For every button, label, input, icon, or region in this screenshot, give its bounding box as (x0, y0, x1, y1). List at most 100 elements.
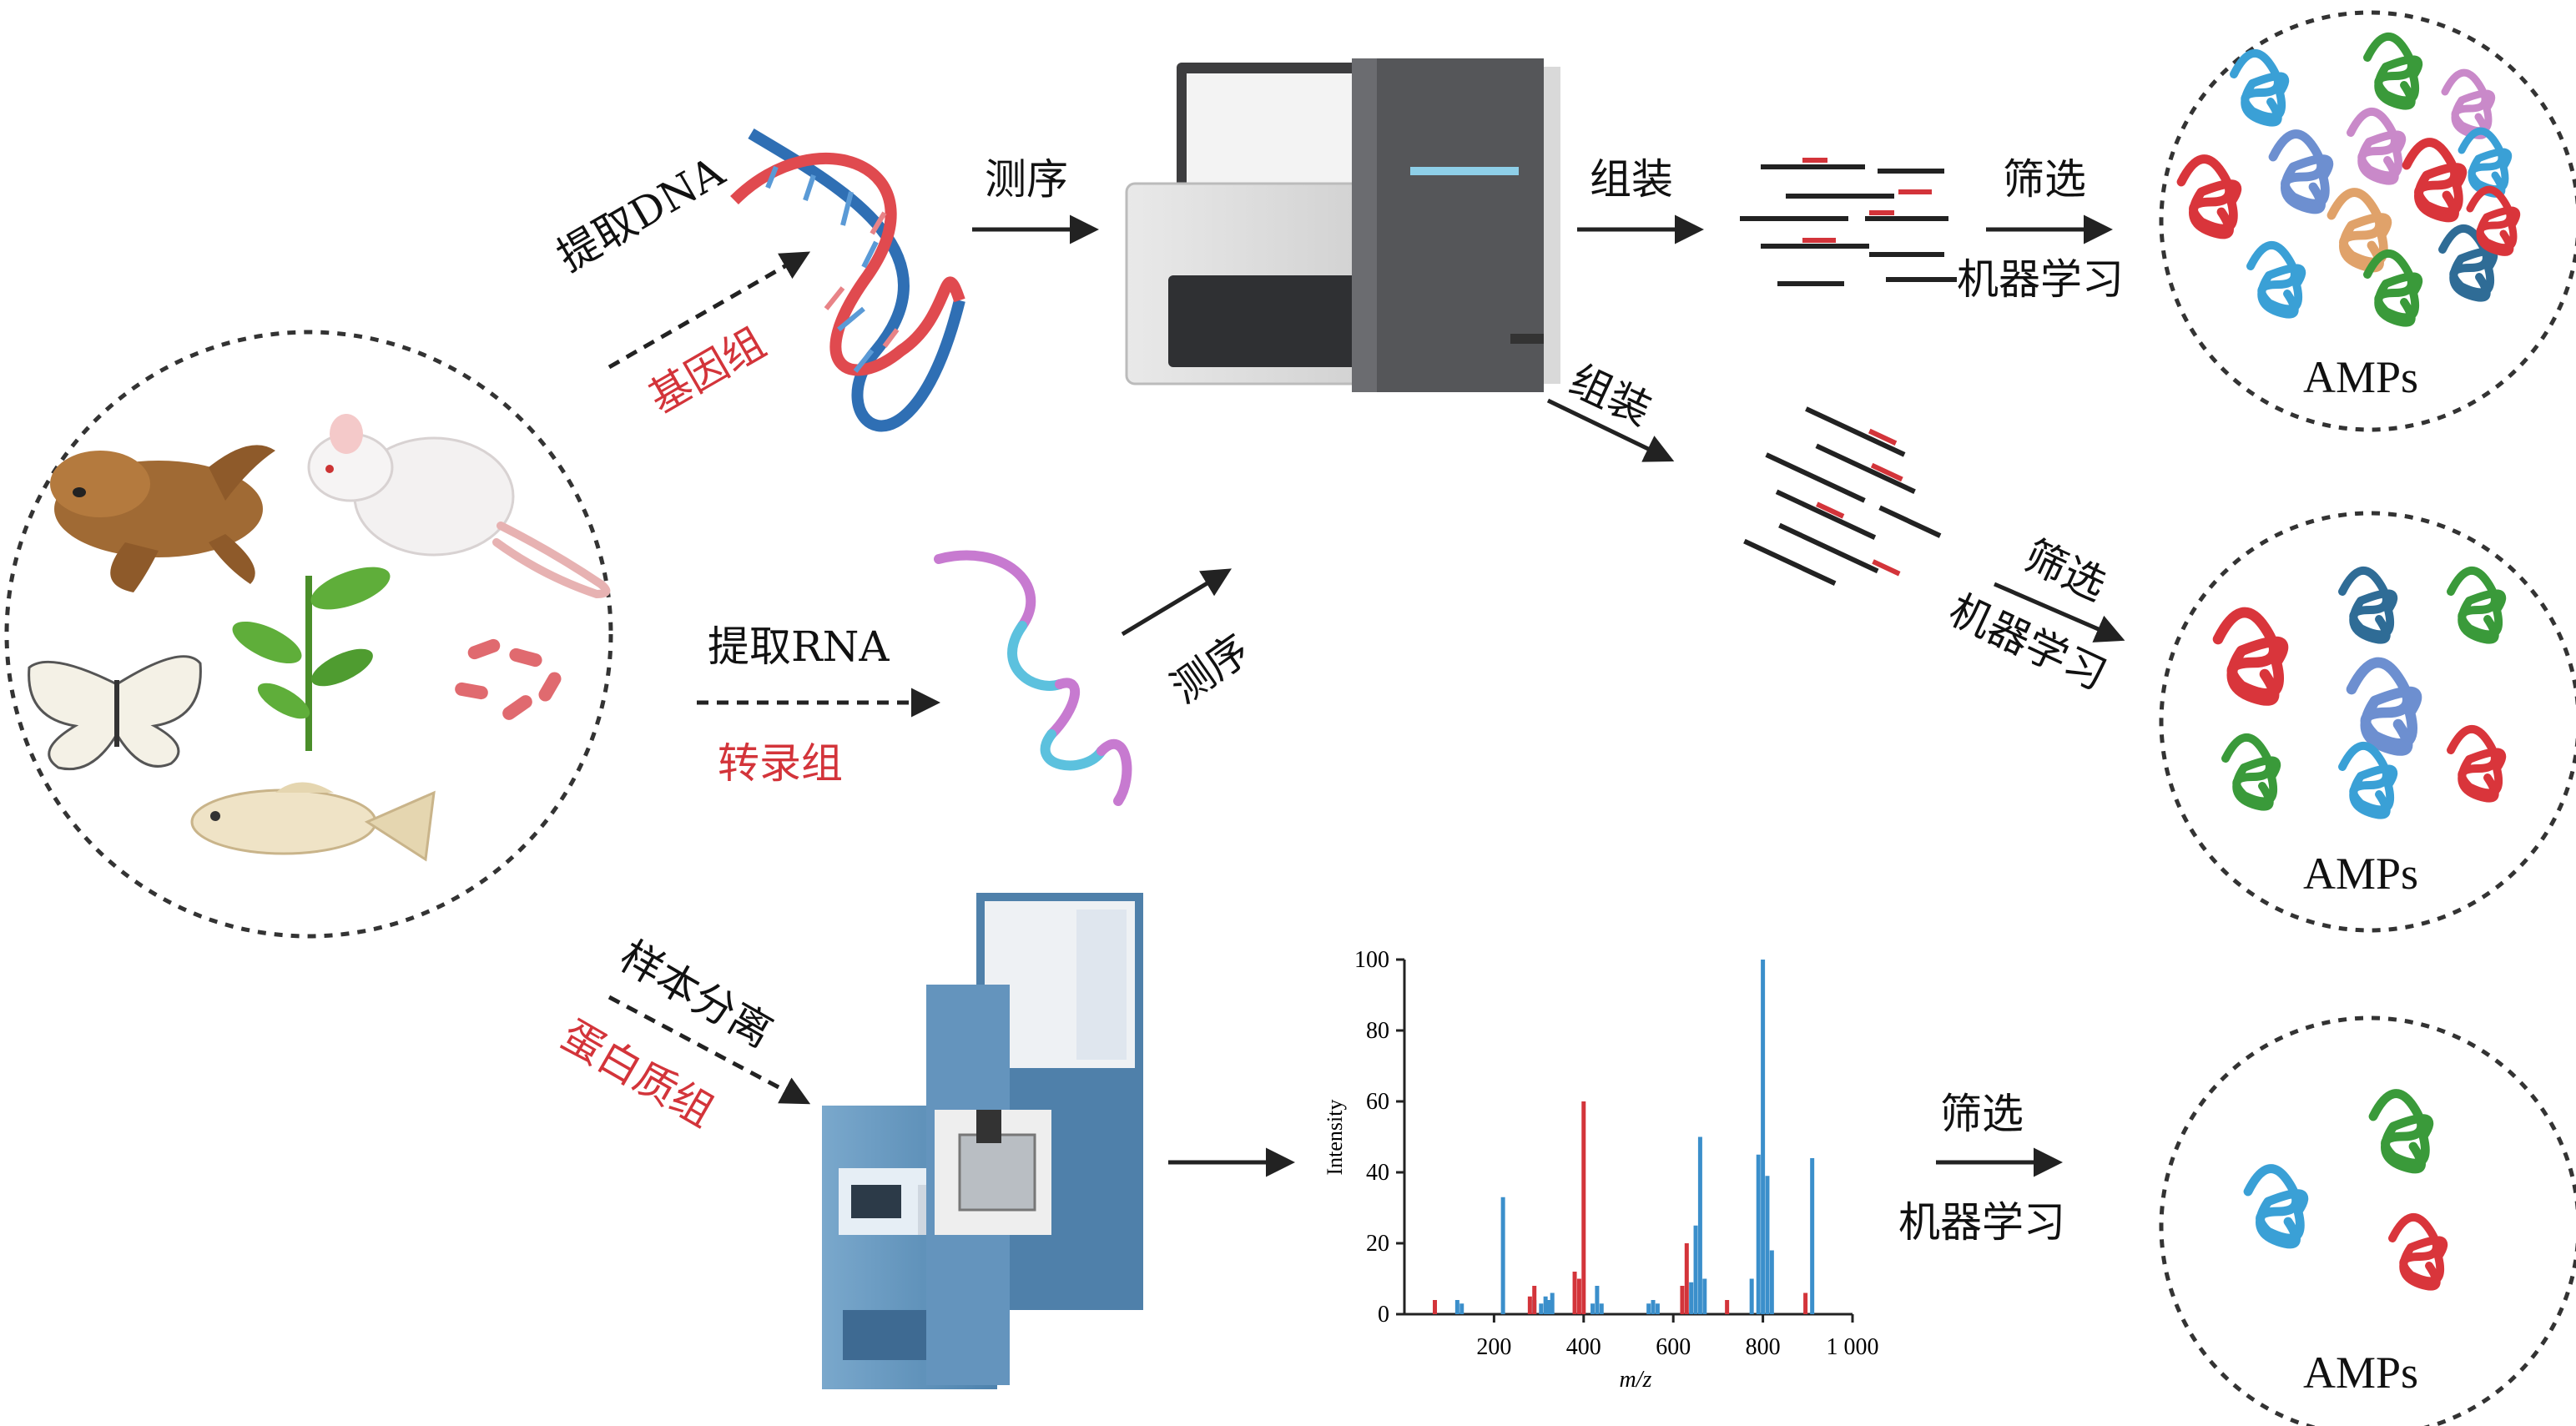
y-tick-label: 80 (1366, 1018, 1389, 1044)
spectrum-peak (1702, 1278, 1707, 1314)
y-tick-label: 60 (1366, 1089, 1389, 1115)
screening-label-genome: 筛选 (2003, 155, 2086, 204)
spectrum-peak (1646, 1303, 1651, 1314)
screening-label-proteome: 筛选 (1940, 1090, 2024, 1138)
y-tick-label: 20 (1366, 1231, 1389, 1257)
spectrum-peak (1761, 960, 1766, 1314)
spectrum-peak (1590, 1303, 1596, 1314)
spectrum-peak (1725, 1300, 1730, 1314)
peptide-icon (2441, 68, 2496, 139)
spectrum-peak (1576, 1278, 1581, 1314)
x-tick-label: 600 (1656, 1334, 1691, 1360)
y-tick-label: 100 (1354, 947, 1389, 973)
spectrum-peak (1550, 1292, 1555, 1314)
rna-strand-icon (934, 550, 1132, 806)
fish-icon (190, 782, 436, 862)
ml-label-proteome: 机器学习 (1898, 1198, 2065, 1247)
peptide-icon (2402, 138, 2468, 223)
peptide-icon (2447, 566, 2507, 644)
transcriptome-label: 转录组 (718, 739, 843, 788)
spectrum-peak (1433, 1300, 1438, 1314)
chart-x-axis-label: m/z (1620, 1367, 1652, 1393)
mass-spectrometer-icon (822, 893, 1143, 1389)
dna-helix-icon (730, 128, 965, 432)
spectrum-peak (1546, 1300, 1551, 1314)
spectrum-peak (1684, 1243, 1689, 1314)
peptide-icon (2243, 1164, 2309, 1249)
peptide-icon (2230, 48, 2290, 127)
amps-circle-proteome (2159, 1015, 2576, 1426)
frog-icon (50, 445, 275, 592)
arrow-assembly-transcriptome (1546, 398, 1675, 462)
spectrum-peak (1532, 1286, 1537, 1314)
arrow-sample-separation (607, 995, 811, 1105)
spectrum-peak (1459, 1303, 1464, 1314)
spectrum-peak (1749, 1278, 1754, 1314)
peptide-icon (2388, 1212, 2448, 1291)
spectrum-peak (1651, 1300, 1656, 1314)
spectrum-peak (1697, 1136, 1702, 1314)
spectrum-peak (1693, 1225, 1698, 1314)
arrow-sequencing-transcriptome (1121, 568, 1233, 637)
read-fragments-icon (1740, 158, 1957, 286)
x-tick-label: 400 (1566, 1334, 1601, 1360)
ml-label-genome: 机器学习 (1957, 255, 2124, 304)
chart-y-axis-label: Intensity (1323, 1100, 1347, 1176)
y-tick-label: 40 (1366, 1160, 1389, 1186)
spectrum-peak (1655, 1303, 1660, 1314)
spectrum-peak (1543, 1296, 1548, 1314)
spectrum-peak (1756, 1154, 1761, 1314)
x-tick-label: 1 000 (1827, 1334, 1879, 1360)
peptide-group (2176, 32, 2521, 1291)
amps-label-proteome: AMPs (2303, 1348, 2419, 1398)
peptide-icon (2363, 249, 2423, 327)
sequencing-label-genome: 测序 (985, 155, 1068, 204)
peptide-icon (2347, 107, 2407, 185)
bacteria-icon (455, 638, 562, 720)
mouse-icon (307, 414, 611, 599)
spectrum-peak (1810, 1158, 1815, 1314)
peptide-icon (2346, 657, 2422, 756)
spectrum-peak (1765, 1176, 1770, 1314)
organisms-group (4, 330, 613, 939)
x-tick-label: 800 (1746, 1334, 1781, 1360)
amps-circle-genome (2159, 10, 2576, 432)
peptide-icon (2221, 733, 2281, 811)
spectrum-peak (1689, 1282, 1694, 1314)
mass-spectrum-chart: 0 20 40 60 80 100 200 400 600 800 1 000 Intensity… (1323, 947, 1879, 1393)
peptide-icon (2466, 185, 2521, 256)
peptide-icon (2368, 1089, 2434, 1174)
spectrum-peak (1539, 1303, 1544, 1314)
spectrum-peak (1769, 1250, 1774, 1314)
x-tick-label: 200 (1476, 1334, 1511, 1360)
spectrum-peak (1454, 1300, 1459, 1314)
spectrum-peak (1527, 1296, 1532, 1314)
peptide-icon (2268, 129, 2334, 214)
peptide-icon (2447, 724, 2507, 803)
spectrum-peak (1680, 1286, 1685, 1314)
peptide-icon (2363, 32, 2423, 110)
read-fragments-icon (1743, 406, 1942, 586)
spectrum-peak (1803, 1292, 1808, 1314)
amps-circle-transcriptome (2159, 511, 2576, 933)
plant-icon (232, 567, 391, 751)
peptide-icon (2458, 127, 2513, 198)
amps-label-genome: AMPs (2303, 352, 2419, 402)
arrow-extract-dna (607, 251, 811, 370)
amps-label-transcriptome: AMPs (2303, 849, 2419, 899)
peptide-icon (2212, 607, 2289, 706)
peptide-icon (2338, 566, 2398, 644)
arrow-screen-transcriptome (1994, 582, 2125, 642)
sequencer-icon (1125, 58, 1560, 392)
assembly-label-genome: 组装 (1590, 155, 1673, 204)
y-tick-label: 0 (1378, 1302, 1389, 1328)
spectrum-peak (1581, 1101, 1586, 1314)
peptide-icon (2338, 741, 2398, 819)
spectrum-peak (1599, 1303, 1604, 1314)
spectrum-peak (1572, 1272, 1577, 1314)
peptide-icon (2246, 240, 2306, 319)
spectrum-peak (1595, 1286, 1600, 1314)
extract-rna-label: 提取RNA (708, 622, 890, 671)
peptide-icon (2176, 154, 2242, 239)
